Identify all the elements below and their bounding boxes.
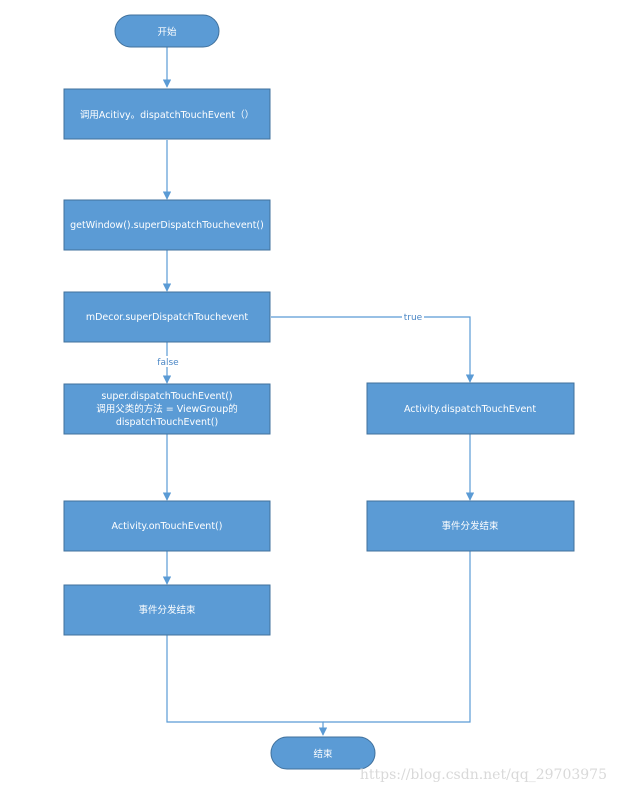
watermark: https://blog.csdn.net/qq_29703975 <box>360 767 607 783</box>
get-window-label: getWindow().superDispatchTouchevent() <box>70 220 264 231</box>
start-node <box>114 14 220 48</box>
end-node <box>270 736 376 770</box>
end-right-label: 事件分发结束 <box>441 520 499 532</box>
activity-dispatch-label: 调用Acitivy。dispatchTouchEvent（） <box>80 109 254 121</box>
edges <box>162 46 475 736</box>
super-dispatch-line-3: dispatchTouchEvent() <box>116 417 218 428</box>
super-dispatch-node <box>63 383 271 435</box>
edge-label-false: false <box>157 358 179 368</box>
edge-endleft-to-end <box>166 635 328 736</box>
mdecor-node <box>63 291 271 343</box>
activity-dispatch-right-node <box>366 382 575 435</box>
end-label: 结束 <box>313 748 333 760</box>
false-label-bg <box>154 356 182 367</box>
on-touch-label: Activity.onTouchEvent() <box>112 521 223 532</box>
super-dispatch-line-1: super.dispatchTouchEvent() <box>101 391 232 402</box>
activity-dispatch-node <box>63 88 271 140</box>
end-left-node <box>63 584 271 636</box>
true-label-bg <box>402 311 424 322</box>
end-right-node <box>366 500 575 552</box>
on-touch-node <box>63 500 271 552</box>
end-left-label: 事件分发结束 <box>138 604 196 616</box>
get-window-node <box>63 199 271 251</box>
edge-label-true: true <box>404 313 423 323</box>
activity-dispatch-right-label: Activity.dispatchTouchEvent <box>404 404 536 415</box>
edge-endright-to-end <box>323 551 471 723</box>
start-label: 开始 <box>157 26 177 38</box>
mdecor-label: mDecor.superDispatchTouchevent <box>86 312 249 323</box>
super-dispatch-line-2: 调用父类的方法 = ViewGroup的 <box>96 403 237 415</box>
edge-mdecor-to-activity-true <box>271 316 475 383</box>
